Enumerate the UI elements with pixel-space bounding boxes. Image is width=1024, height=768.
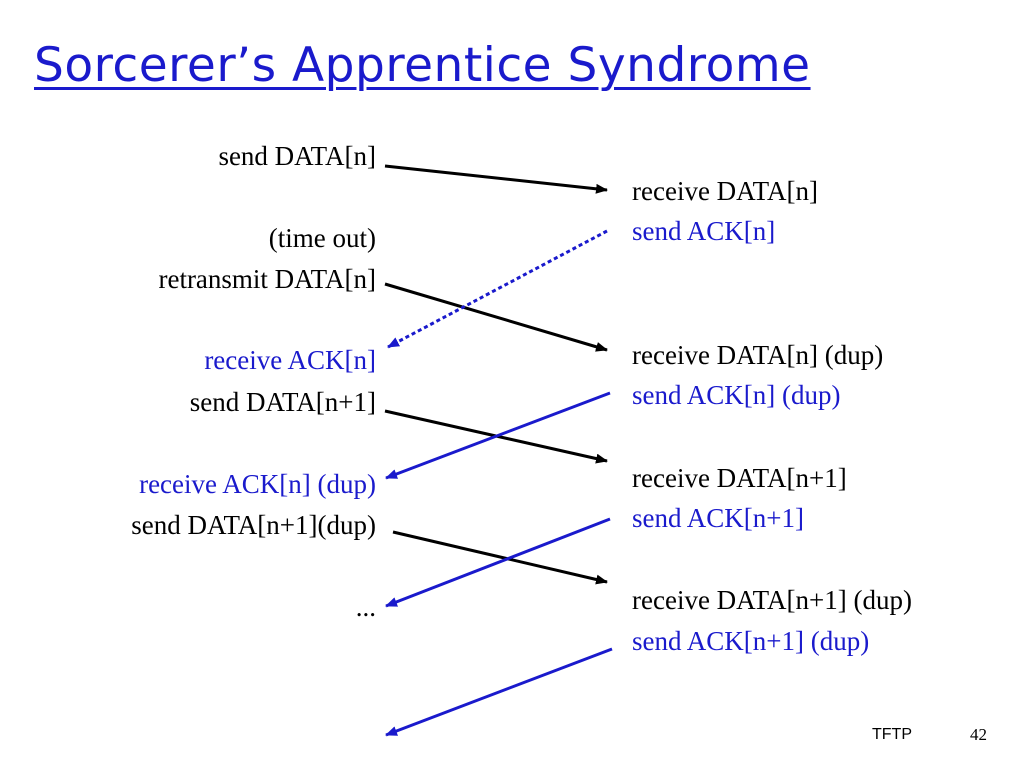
sender-receive-ack-n-dup: receive ACK[n] (dup) bbox=[139, 469, 376, 499]
arrow-ack-n-dup bbox=[385, 391, 611, 480]
receiver-receive-data-n1: receive DATA[n+1] bbox=[632, 463, 847, 493]
arrow-data-n1-dup bbox=[392, 530, 608, 585]
receiver-send-ack-n1: send ACK[n+1] bbox=[632, 503, 804, 533]
sender-timeout: (time out) bbox=[268, 223, 376, 253]
receiver-receive-data-n1-dup: receive DATA[n+1] (dup) bbox=[632, 585, 912, 615]
page-number: 42 bbox=[970, 725, 987, 744]
footer-label: TFTP bbox=[872, 726, 912, 743]
receiver-receive-data-n-dup: receive DATA[n] (dup) bbox=[632, 340, 884, 370]
arrow-ack-n bbox=[387, 229, 608, 349]
sender-receive-ack-n: receive ACK[n] bbox=[204, 345, 376, 375]
arrow-ack-n1 bbox=[385, 517, 611, 608]
sender-send-data-n1: send DATA[n+1] bbox=[189, 387, 376, 417]
arrow-retransmit-data-n bbox=[384, 282, 608, 352]
receiver-receive-data-n: receive DATA[n] bbox=[632, 176, 818, 206]
sender-send-data-n: send DATA[n] bbox=[218, 141, 376, 171]
sender-ellipsis: ... bbox=[355, 592, 376, 622]
arrow-data-n bbox=[384, 164, 608, 194]
sender-send-data-n1-dup: send DATA[n+1](dup) bbox=[131, 510, 376, 540]
receiver-send-ack-n1-dup: send ACK[n+1] (dup) bbox=[632, 626, 870, 656]
sender-retransmit-data-n: retransmit DATA[n] bbox=[158, 264, 376, 294]
slide-title: Sorcerer’s Apprentice Syndrome bbox=[34, 38, 811, 93]
arrow-ack-n1-dup bbox=[385, 647, 613, 737]
receiver-send-ack-n: send ACK[n] bbox=[632, 216, 776, 246]
receiver-send-ack-n-dup: send ACK[n] (dup) bbox=[632, 380, 841, 410]
